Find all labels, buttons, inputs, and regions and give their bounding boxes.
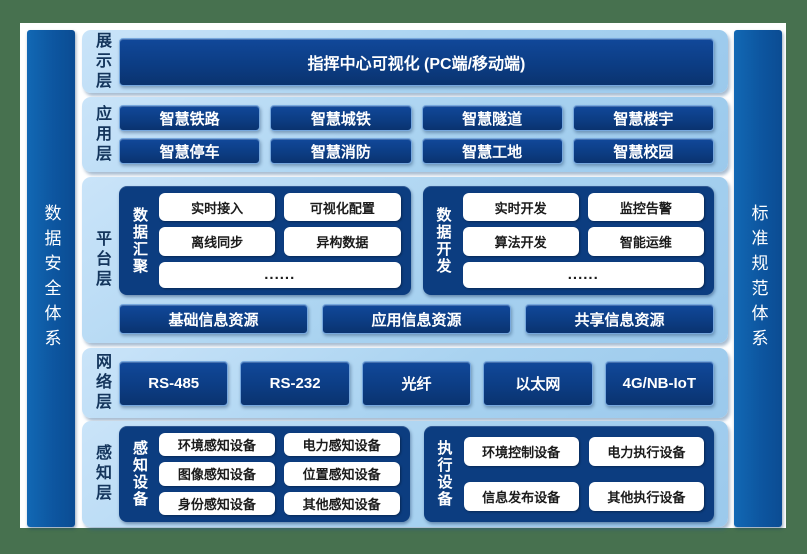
platform-groups: 数据汇聚 实时接入 可视化配置 离线同步 异构数据 ...... 数据开发 实时… [119,186,714,295]
layer-stack: 展示层 指挥中心可视化 (PC端/移动端) 应用层 智慧铁路 智慧城铁 智慧隧道… [82,23,728,528]
device-power-execution: 电力执行设备 [588,437,704,466]
device-image-sensing: 图像感知设备 [159,462,275,486]
layer-panel-display: 展示层 指挥中心可视化 (PC端/移动端) [82,30,728,93]
application-layer-content: 智慧铁路 智慧城铁 智慧隧道 智慧楼宇 智慧停车 智慧消防 智慧工地 智慧校园 [113,97,728,172]
app-box-smart-railway: 智慧铁路 [119,105,261,131]
group-data-aggregation-label: 数据汇聚 [131,206,148,275]
network-box-fiber: 光纤 [361,360,472,406]
group-execution-devices-grid: 环境控制设备 电力执行设备 信息发布设备 其他执行设备 [463,433,704,515]
device-info-publishing: 信息发布设备 [463,482,579,511]
device-identity-sensing: 身份感知设备 [159,491,275,515]
perception-layer-content: 感知设备 环境感知设备 电力感知设备 图像感知设备 位置感知设备 身份感知设备 … [113,421,728,527]
item-visual-config: 可视化配置 [284,193,401,222]
item-realtime-access: 实时接入 [159,193,276,222]
sidebar-data-security: 数据安全体系 [27,30,75,527]
layer-panel-perception: 感知层 感知设备 环境感知设备 电力感知设备 图像感知设备 位置感知设备 身份感… [82,421,728,527]
layer-label-platform: 平台层 [93,230,110,290]
platform-resources: 基础信息资源 应用信息资源 共享信息资源 [119,304,714,334]
layer-panel-application: 应用层 智慧铁路 智慧城铁 智慧隧道 智慧楼宇 智慧停车 智慧消防 智慧工地 智… [82,97,728,172]
layer-label-network: 网络层 [93,353,110,413]
app-box-smart-parking: 智慧停车 [119,138,261,164]
network-box-4g-nbiot: 4G/NB-IoT [604,360,715,406]
resource-shared-info: 共享信息资源 [525,304,714,334]
group-data-aggregation: 数据汇聚 实时接入 可视化配置 离线同步 异构数据 ...... [119,186,411,295]
item-algorithm-dev: 算法开发 [462,227,579,256]
group-perception-devices-label: 感知设备 [131,440,148,508]
device-env-sensing: 环境感知设备 [159,433,275,457]
layer-label-display: 展示层 [93,31,110,92]
diagram-board: 数据安全体系 标准规范体系 展示层 指挥中心可视化 (PC端/移动端) 应用层 … [20,23,786,528]
layer-panel-network: 网络层 RS-485 RS-232 光纤 以太网 4G/NB-IoT [82,348,728,418]
sidebar-data-security-label: 数据安全体系 [41,203,61,354]
network-box-ethernet: 以太网 [483,360,593,406]
device-other-execution: 其他执行设备 [588,482,704,511]
layer-label-application: 应用层 [93,104,110,165]
command-center-visualization-box: 指挥中心可视化 (PC端/移动端) [119,37,714,86]
resource-basic-info: 基础信息资源 [119,304,308,334]
layer-label-perception: 感知层 [93,444,110,504]
group-data-development-label: 数据开发 [434,206,452,275]
group-perception-devices: 感知设备 环境感知设备 电力感知设备 图像感知设备 位置感知设备 身份感知设备 … [119,426,410,522]
resource-application-info: 应用信息资源 [322,304,511,334]
group-data-aggregation-grid: 实时接入 可视化配置 离线同步 异构数据 ...... [159,193,401,288]
item-intelligent-ops: 智能运维 [587,227,704,256]
device-env-control: 环境控制设备 [463,437,579,466]
app-box-smart-metro: 智慧城铁 [270,105,412,131]
app-box-smart-campus: 智慧校园 [572,138,714,164]
app-box-smart-building: 智慧楼宇 [572,105,714,131]
group-execution-devices: 执行设备 环境控制设备 电力执行设备 信息发布设备 其他执行设备 [423,426,714,522]
sidebar-standards: 标准规范体系 [734,30,782,527]
network-box-rs485: RS-485 [119,360,229,406]
platform-layer-content: 数据汇聚 实时接入 可视化配置 离线同步 异构数据 ...... 数据开发 实时… [113,177,728,343]
device-power-sensing: 电力感知设备 [283,433,400,457]
group-execution-devices-label: 执行设备 [435,440,453,508]
device-location-sensing: 位置感知设备 [283,462,400,486]
perception-groups: 感知设备 环境感知设备 电力感知设备 图像感知设备 位置感知设备 身份感知设备 … [119,426,714,522]
item-aggregation-more: ...... [159,261,401,288]
group-data-development: 数据开发 实时开发 监控告警 算法开发 智能运维 ...... [422,186,714,295]
app-box-smart-worksite: 智慧工地 [421,138,563,164]
group-data-development-grid: 实时开发 监控告警 算法开发 智能运维 ...... [462,193,704,288]
device-other-sensing: 其他感知设备 [283,491,400,515]
sidebar-standards-label: 标准规范体系 [748,203,768,354]
layer-panel-platform: 平台层 数据汇聚 实时接入 可视化配置 离线同步 异构数据 ...... [82,177,728,343]
display-layer-content: 指挥中心可视化 (PC端/移动端) [113,30,728,93]
app-box-smart-firefighting: 智慧消防 [270,138,412,164]
item-development-more: ...... [462,261,704,288]
item-offline-sync: 离线同步 [159,227,276,256]
item-realtime-dev: 实时开发 [462,193,579,222]
network-box-rs232: RS-232 [240,360,350,406]
group-perception-devices-grid: 环境感知设备 电力感知设备 图像感知设备 位置感知设备 身份感知设备 其他感知设… [159,433,400,515]
network-layer-content: RS-485 RS-232 光纤 以太网 4G/NB-IoT [113,348,728,418]
item-heterogeneous-data: 异构数据 [284,227,401,256]
item-monitor-alert: 监控告警 [587,193,704,222]
app-box-smart-tunnel: 智慧隧道 [421,105,563,131]
